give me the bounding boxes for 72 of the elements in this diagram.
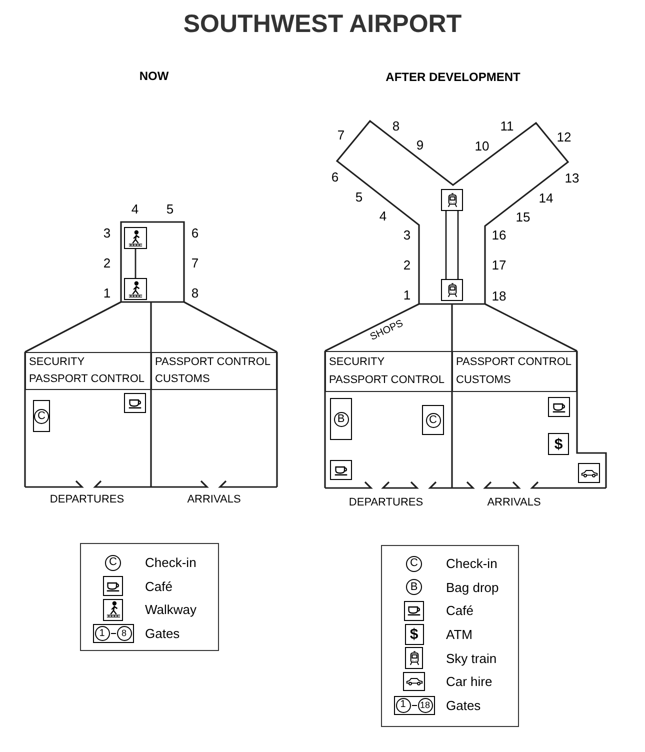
gate-number: 11: [500, 120, 514, 132]
title: SOUTHWEST AIRPORT: [182, 12, 463, 37]
zone-label: PASSPORT CONTROL: [29, 374, 146, 385]
zone-band: [25, 352, 152, 390]
section-heading: AFTER DEVELOPMENT: [386, 71, 520, 83]
zone-label: CUSTOMS: [155, 374, 211, 385]
walking-person-icon: [124, 227, 147, 249]
legend-text: Café: [145, 580, 172, 593]
legend-text: ATM: [446, 628, 472, 642]
gate-number: 12: [556, 130, 572, 144]
dollar-icon: $: [548, 433, 569, 455]
gate-number: 1: [103, 286, 111, 300]
exit-label: DEPARTURES: [50, 494, 124, 506]
gate-number: 13: [564, 172, 580, 184]
gate-number: 6: [191, 226, 199, 240]
gate-number: 4: [131, 202, 139, 216]
legend-text: Gates: [145, 627, 180, 640]
gate-range-icon: 1 18: [394, 696, 434, 715]
gate-range-icon: 1 8: [92, 624, 134, 644]
gate-number: 18: [492, 290, 506, 302]
bag-drop-icon: B: [406, 579, 422, 596]
zone-band: [325, 351, 453, 392]
exit-label: DEPARTURES: [348, 498, 424, 508]
gate-number: 4: [379, 210, 387, 222]
gate-number: 8: [191, 286, 199, 300]
zone-label: PASSPORT CONTROL: [155, 357, 272, 368]
zone-band: [151, 352, 277, 390]
zone-label: SECURITY: [29, 357, 86, 368]
walking-person-icon: [124, 278, 147, 300]
section-heading: NOW: [139, 70, 169, 82]
exit-label: ARRIVALS: [487, 498, 541, 508]
train-icon: [441, 279, 463, 301]
zone-band: [452, 351, 577, 392]
zone-label: CUSTOMS: [456, 375, 512, 386]
legend-text: Walkway: [145, 603, 197, 616]
gate-number: 5: [355, 190, 363, 204]
gate-number: 3: [403, 228, 411, 242]
gate-number: 8: [392, 120, 400, 132]
gate-number: 9: [416, 138, 424, 152]
gate-number: 1: [403, 288, 411, 302]
zone-label: PASSPORT CONTROL: [329, 375, 446, 386]
legend-text: Café: [446, 604, 474, 618]
gate-number: 17: [492, 258, 506, 272]
legend-text: Car hire: [446, 675, 492, 688]
legend-text: Bag drop: [446, 580, 499, 594]
dollar-icon: $: [404, 624, 424, 646]
gate-number: 6: [331, 170, 339, 184]
legend-text: Check-in: [145, 556, 196, 570]
legend-text: Gates: [446, 698, 481, 712]
check-in-icon: C: [422, 405, 444, 435]
exit-label: ARRIVALS: [187, 494, 241, 506]
zone-label: SECURITY: [329, 356, 386, 368]
track-line: [445, 210, 459, 280]
legend-text: Sky train: [446, 652, 497, 665]
zone-label: PASSPORT CONTROL: [456, 356, 573, 368]
gate-number: 10: [474, 140, 490, 152]
gate-number: 2: [403, 258, 411, 272]
connector-line: [134, 249, 136, 278]
bag-drop-icon: B: [330, 398, 352, 440]
check-in-icon: C: [33, 400, 50, 432]
gate-number: 15: [516, 210, 530, 224]
gate-number: 7: [191, 256, 199, 270]
check-in-icon: C: [105, 554, 121, 571]
gate-number: 2: [103, 256, 111, 270]
legend-text: Check-in: [446, 557, 498, 570]
gate-number: 3: [103, 226, 111, 240]
gate-number: 7: [337, 128, 345, 142]
train-icon: [441, 189, 463, 211]
gate-number: 14: [538, 192, 554, 204]
gate-number: 5: [166, 202, 174, 216]
gate-number: 16: [492, 228, 506, 242]
check-in-icon: C: [406, 556, 422, 572]
